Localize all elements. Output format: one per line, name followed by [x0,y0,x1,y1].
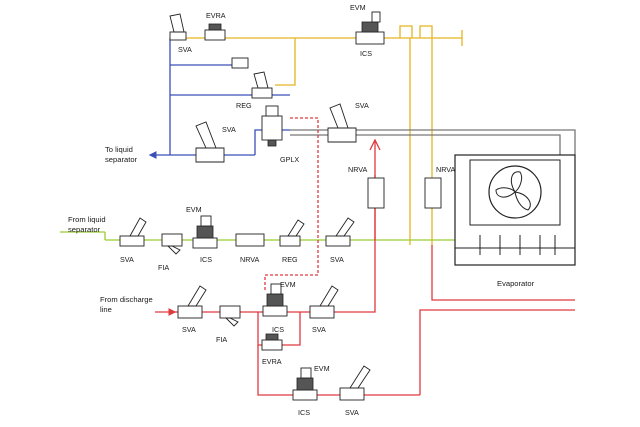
angle-valve-icon [177,285,207,319]
three-blade-fan-icon [488,165,542,219]
label-evm: EVM [314,364,330,373]
label-sva: SVA [182,325,196,334]
label-fia: FIA [158,263,169,272]
label-sva: SVA [120,255,134,264]
solenoid-valve-icon [204,23,226,41]
label-ics: ICS [360,49,372,58]
ics-valve-icon [192,215,218,249]
ics-valve-icon [355,11,385,45]
angle-valve-icon [325,217,355,247]
label-from-discharge-2: line [100,305,112,314]
label-evra: EVRA [206,11,226,20]
gplx-valve-icon [261,105,283,147]
side-labels: To liquid separator From liquid separato… [68,145,535,314]
angle-valve-icon [119,217,147,247]
label-to-liquid-separator: To liquid [105,145,133,154]
solenoid-valve-icon [261,333,283,351]
label-sva: SVA [222,125,236,134]
label-ics: ICS [298,408,310,417]
label-sva: SVA [178,45,192,54]
angle-valve-icon [169,13,187,41]
angle-valve-icon [309,285,339,319]
label-from-discharge: From discharge [100,295,153,304]
regulating-valve-icon [251,71,273,99]
angle-valve-icon [339,365,371,401]
ics-valve-icon [292,367,318,401]
label-sva: SVA [345,408,359,417]
label-from-liquid-separator: From liquid [68,215,106,224]
check-valve-icon [424,177,442,209]
component-labels: SVA EVRA EVM ICS REG SVA GPLX SVA NRVA N… [120,3,456,417]
pilot-valve-icon [231,57,249,69]
ics-valve-icon [262,283,288,317]
label-nrva: NRVA [348,165,368,174]
label-ics: ICS [200,255,212,264]
label-sva: SVA [312,325,326,334]
evaporator [454,154,576,266]
angle-valve-icon [195,121,225,163]
y-filter-icon [219,305,241,327]
label-ics: ICS [272,325,284,334]
check-valve-icon [367,177,385,209]
label-nrva: NRVA [436,165,456,174]
label-fia: FIA [216,335,227,344]
angle-valve-icon [327,103,357,143]
y-filter-icon [161,233,183,255]
label-evm: EVM [280,280,296,289]
label-to-liquid-separator-2: separator [105,155,138,164]
label-evm: EVM [350,3,366,12]
label-gplx: GPLX [280,155,299,164]
label-from-liquid-separator-2: separator [68,225,101,234]
label-evra: EVRA [262,357,282,366]
label-evm: EVM [186,205,202,214]
label-nrva: NRVA [240,255,260,264]
label-sva: SVA [355,101,369,110]
label-sva: SVA [330,255,344,264]
label-evaporator: Evaporator [497,279,535,288]
check-valve-icon [235,233,265,247]
label-reg: REG [282,255,298,264]
label-reg: REG [236,101,252,110]
regulating-valve-icon [279,219,305,247]
